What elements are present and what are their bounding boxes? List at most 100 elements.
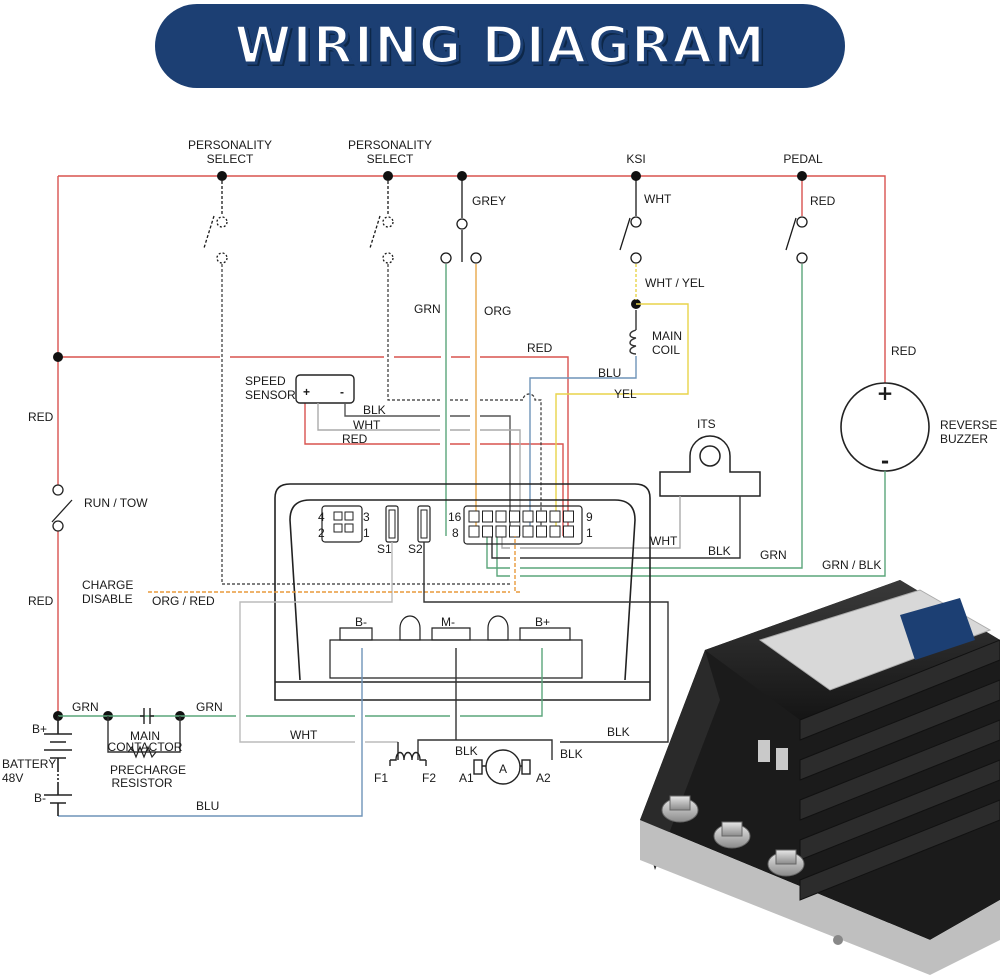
label-red-pedal: RED: [810, 194, 836, 208]
label-charge-disable-a: CHARGE: [82, 578, 133, 592]
label-red-left-top: RED: [28, 410, 54, 424]
pedal-wire: [486, 264, 803, 569]
main-contactor: [127, 708, 157, 759]
pins-3: 3: [363, 510, 370, 524]
connector-pin: [522, 525, 534, 538]
label-personality-select-1b: SELECT: [207, 152, 254, 166]
label-speed-sensor-b: SENSOR: [245, 388, 296, 402]
label-grey: GREY: [472, 194, 506, 208]
label-f1: F1: [374, 771, 388, 785]
label-main-contactor-b: CONTACTOR: [108, 740, 183, 754]
buzzer-plus: +: [877, 381, 894, 405]
label-wht-its: WHT: [650, 534, 678, 548]
label-main-coil-a: MAIN: [652, 329, 682, 343]
pins-1: 1: [363, 526, 370, 540]
label-org-red: ORG / RED: [152, 594, 215, 608]
label-battery-minus: B-: [34, 791, 46, 805]
its-sensor: [491, 435, 761, 559]
label-grn-batt: GRN: [72, 700, 99, 714]
label-main-coil-b: COIL: [652, 343, 680, 357]
sensor-plus: +: [303, 385, 310, 399]
label-its: ITS: [697, 417, 716, 431]
label-grn: GRN: [414, 302, 441, 316]
label-speed-sensor-a: SPEED: [245, 374, 286, 388]
label-blk-its: BLK: [708, 544, 731, 558]
label-f2: F2: [422, 771, 436, 785]
label-red-sensor: RED: [342, 432, 368, 446]
label-wht-bottom: WHT: [290, 728, 318, 742]
label-precharge-a: PRECHARGE: [110, 763, 186, 777]
label-grn-bottom: GRN: [196, 700, 223, 714]
label-m-minus: M-: [441, 615, 455, 629]
pin-1: 1: [586, 526, 593, 540]
junction-dots: [53, 171, 807, 721]
controller-photo: [640, 580, 1000, 975]
connector-pin: [468, 525, 480, 538]
connector-pin: [495, 525, 507, 538]
motor-letter: A: [499, 762, 507, 776]
labels: PERSONALITY SELECT PERSONALITY SELECT KS…: [2, 138, 997, 813]
battery: [44, 716, 72, 816]
label-grn-right: GRN: [760, 548, 787, 562]
switches: [203, 176, 808, 264]
page-title: WIRING DIAGRAM: [233, 15, 767, 78]
reverse-buzzer: [496, 382, 930, 577]
power-wires: [58, 648, 553, 817]
connector-pin: [563, 525, 574, 538]
title-banner: WIRING DIAGRAM: [155, 4, 845, 88]
label-personality-select-2b: SELECT: [367, 152, 414, 166]
label-b-minus: B-: [355, 615, 367, 629]
label-s2: S2: [408, 542, 423, 556]
label-a1: A1: [459, 771, 474, 785]
pin-16: 16: [448, 510, 462, 524]
label-precharge-b: RESISTOR: [111, 776, 172, 790]
label-ksi: KSI: [626, 152, 645, 166]
grn-org-wires: [445, 264, 477, 536]
label-battery-plus: B+: [32, 722, 47, 736]
label-blu: BLU: [598, 366, 621, 380]
connector-pin: [509, 510, 520, 523]
label-reverse-buzzer-a: REVERSE: [940, 418, 997, 432]
ksi-coil-wires: [529, 264, 689, 536]
pin-8: 8: [452, 526, 459, 540]
label-a2: A2: [536, 771, 551, 785]
label-blu-bottom: BLU: [196, 799, 219, 813]
label-blk-f: BLK: [455, 744, 478, 758]
label-run-tow: RUN / TOW: [84, 496, 148, 510]
label-pedal: PEDAL: [783, 152, 823, 166]
label-b-plus: B+: [535, 615, 550, 629]
label-red-bus: RED: [527, 341, 553, 355]
connector-pin: [549, 510, 561, 523]
pins-4: 4: [318, 510, 325, 524]
motor: [473, 749, 531, 785]
connector-pin: [495, 510, 507, 523]
red-rail: [57, 175, 886, 712]
label-reverse-buzzer-b: BUZZER: [940, 432, 988, 446]
connector-pin: [482, 525, 493, 538]
connector-pin: [522, 510, 534, 523]
connector-pin: [549, 525, 561, 538]
label-wht-sensor: WHT: [353, 418, 381, 432]
label-blk-sensor: BLK: [363, 403, 386, 417]
pins-2: 2: [318, 526, 325, 540]
sensor-minus: -: [340, 385, 344, 399]
label-grn-blk: GRN / BLK: [822, 558, 881, 572]
lower-wires: [148, 536, 669, 743]
connector-pin: [482, 510, 493, 523]
label-yel: YEL: [614, 387, 637, 401]
label-blk-a2: BLK: [560, 747, 583, 761]
label-battery-v: 48V: [2, 771, 23, 785]
buzzer-minus: -: [881, 449, 889, 473]
label-wht-yel: WHT / YEL: [645, 276, 705, 290]
label-s1: S1: [377, 542, 392, 556]
label-main-contactor-a: MAIN: [130, 729, 160, 743]
label-personality-select-1a: PERSONALITY: [188, 138, 272, 152]
connector-pin: [536, 510, 547, 523]
connector-pin: [468, 510, 480, 523]
label-wht-ksi: WHT: [644, 192, 672, 206]
controller-body: [274, 483, 651, 701]
label-charge-disable-b: DISABLE: [82, 592, 133, 606]
label-red-right: RED: [891, 344, 917, 358]
label-battery: BATTERY: [2, 757, 56, 771]
